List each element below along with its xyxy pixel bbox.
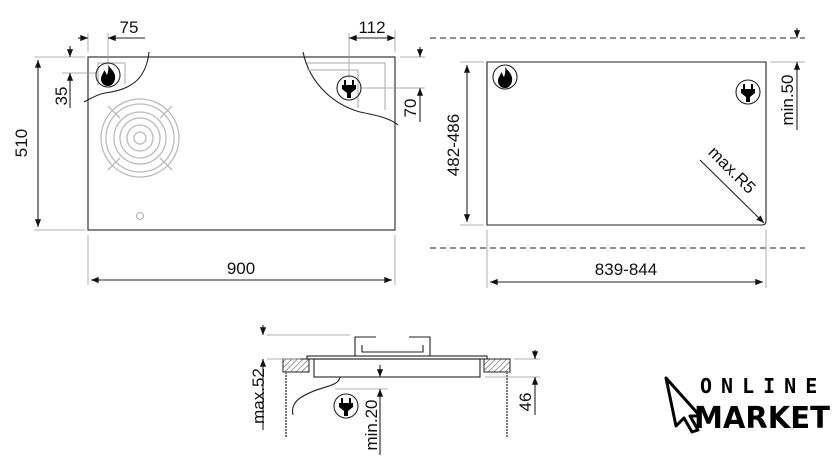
- electric-connection-plug-icon: [336, 75, 362, 101]
- built-in-depth-label: 46: [516, 393, 535, 412]
- cutout-depth-label: 482-486: [444, 114, 463, 176]
- gas-offset-y-label: 35: [52, 87, 71, 106]
- gas-offset-x-label: 75: [120, 18, 139, 37]
- gas-connection-flame-icon: [95, 62, 121, 88]
- plan-view: 510 900 75 35 112 70: [12, 18, 425, 285]
- pan-support: [354, 336, 431, 356]
- electric-offset-x-label: 112: [358, 18, 385, 37]
- electric-connection-plug-icon: [333, 393, 359, 419]
- countertop-right: [483, 358, 511, 373]
- min-clearance-label: min.50: [778, 74, 797, 125]
- gas-connection-flame-icon: [492, 64, 518, 90]
- electric-connection-plug-icon: [735, 79, 761, 105]
- logo-line2: MARKET: [694, 401, 831, 436]
- width-label: 900: [227, 259, 255, 278]
- min-gap-label: min.20: [362, 399, 381, 450]
- cutout-width-label: 839-844: [595, 260, 657, 279]
- cutout-view: 482-486 839-844 min.50 max.R5: [430, 28, 805, 288]
- electric-offset-y-label: 70: [401, 99, 420, 118]
- burner-icon: [100, 98, 180, 178]
- side-view: max.52 min.20 46: [249, 325, 540, 455]
- hob-outline: [87, 56, 396, 231]
- max-height-label: max.52: [249, 368, 268, 424]
- cutout-outline: [486, 61, 767, 226]
- countertop-left: [282, 358, 310, 373]
- depth-label: 510: [12, 129, 31, 157]
- hob-body: [313, 358, 481, 378]
- online-market-logo: ONLINE MARKET: [664, 374, 831, 436]
- corner-radius-label: max.R5: [704, 143, 759, 198]
- logo-line1: ONLINE: [700, 374, 826, 398]
- control-knob-icon: [135, 211, 145, 221]
- cursor-icon: [664, 376, 702, 434]
